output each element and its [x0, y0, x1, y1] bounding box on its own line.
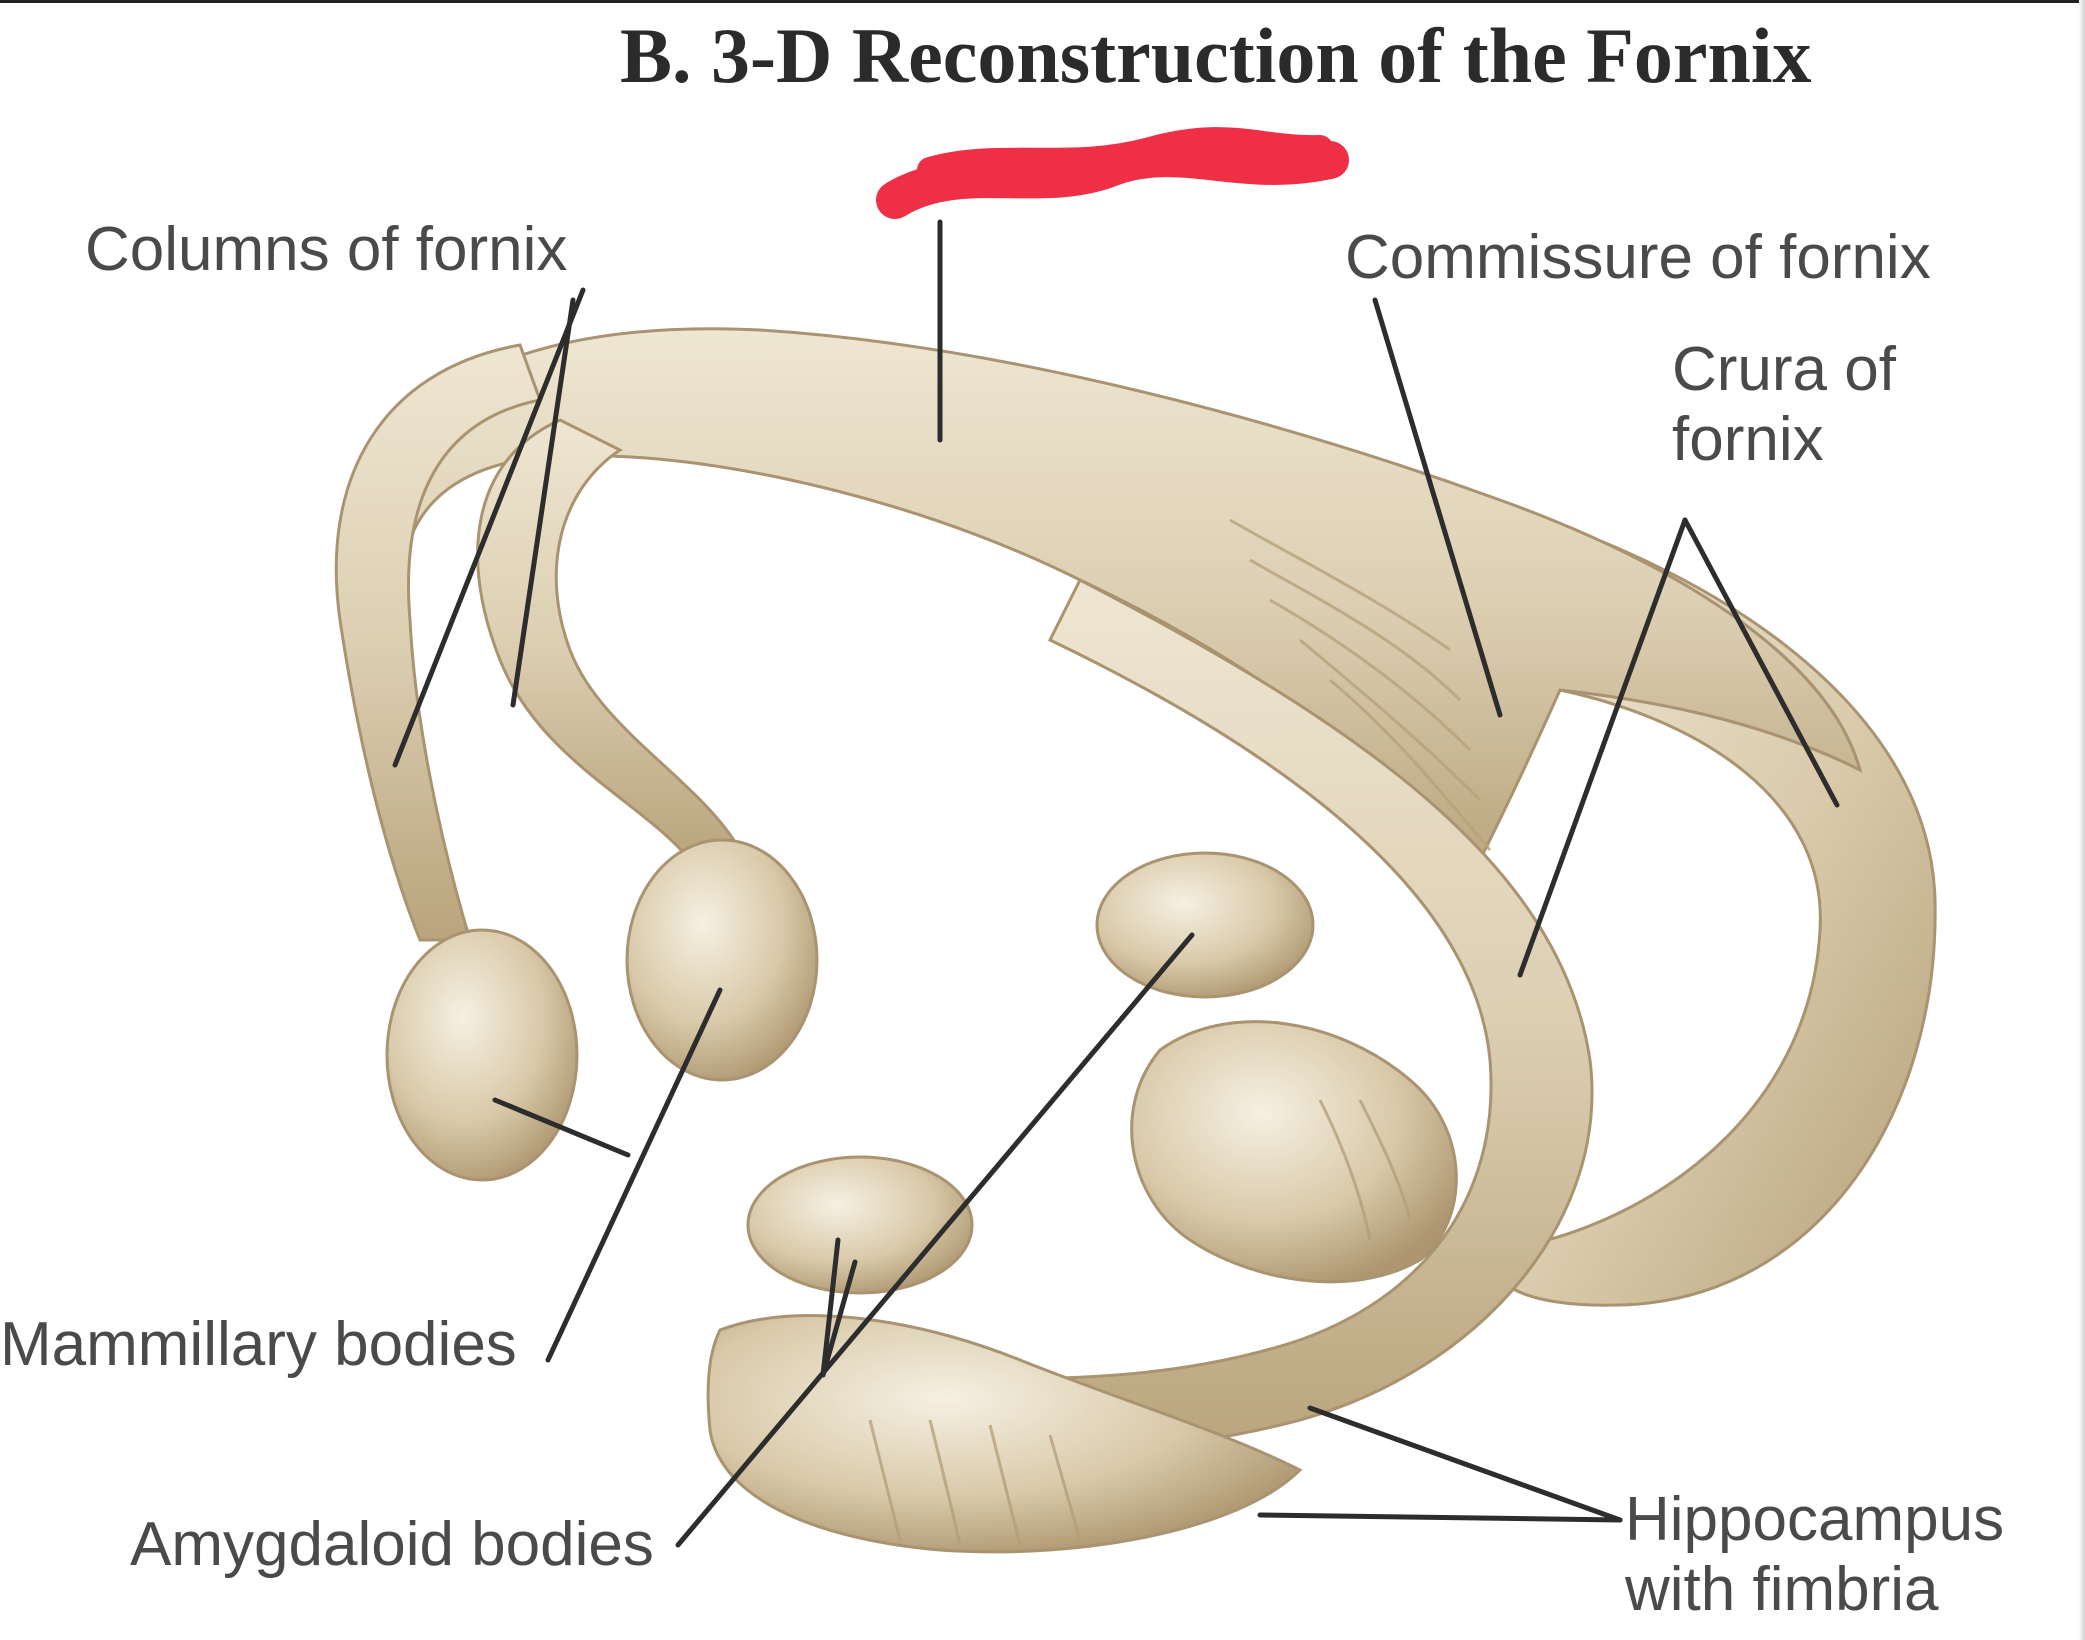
label-commissure-of-fornix: Commissure of fornix — [1345, 223, 1931, 292]
label-amygdaloid-bodies: Amygdaloid bodies — [130, 1510, 654, 1579]
label-columns-of-fornix: Columns of fornix — [85, 215, 567, 284]
commissure-striations — [1229, 518, 1492, 851]
label-hippocampus-line2: with fimbria — [1624, 1555, 1939, 1624]
redaction-scribble — [876, 127, 1349, 219]
mammillary-body-right — [625, 838, 819, 1082]
leader-lines — [392, 219, 1840, 1548]
column-outer — [334, 343, 543, 942]
hippocampus-right — [1130, 1020, 1458, 1284]
column-inner — [476, 418, 743, 862]
amygdaloid-body-upper — [1095, 851, 1315, 999]
right-border — [2079, 0, 2085, 1640]
hippocampus-left — [706, 1314, 1303, 1554]
label-mammillary-bodies: Mammillary bodies — [0, 1310, 517, 1379]
figure-title: B. 3-D Reconstruction of the Fornix — [620, 12, 1812, 99]
label-hippocampus-line1: Hippocampus — [1625, 1485, 2004, 1554]
amygdaloid-body-lower — [746, 1155, 974, 1295]
label-crura-line2: fornix — [1672, 405, 1824, 474]
top-border — [0, 0, 2085, 3]
fornix-body — [358, 327, 1863, 883]
mammillary-body-left — [385, 928, 579, 1182]
label-crura-line1: Crura of — [1672, 335, 1897, 404]
hippocampus-ridges — [868, 1099, 1412, 1546]
